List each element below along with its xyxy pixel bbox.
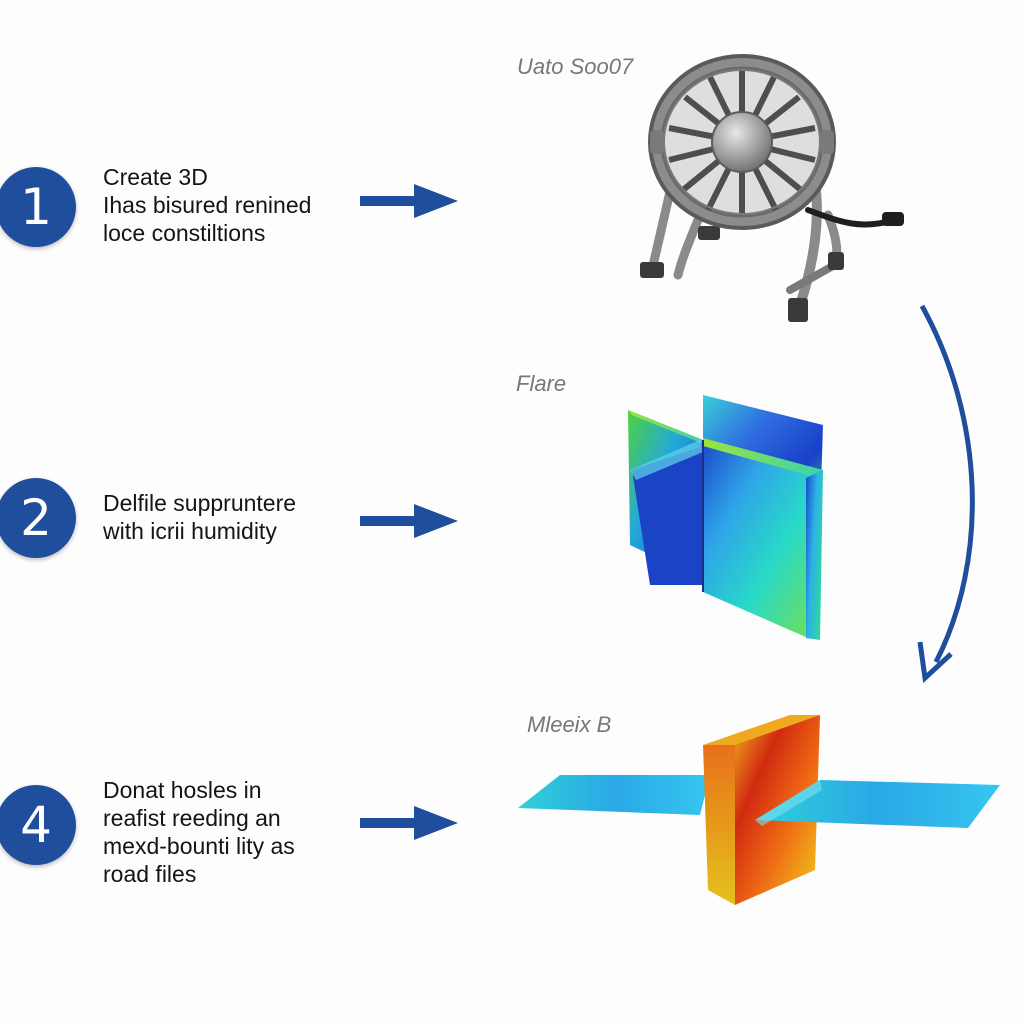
step-1-badge: 1	[0, 167, 76, 247]
arrow-right-3	[360, 806, 458, 840]
step-2-line-2: with icrii humidity	[103, 518, 277, 544]
step-4-badge: 4	[0, 785, 76, 865]
step-1-text: Create 3D Ihas bisured renined loce cons…	[103, 163, 311, 247]
step-4-line-4: road files	[103, 861, 197, 887]
cfd-cross-section	[628, 395, 823, 640]
step-2-text: Delfile suppruntere with icrii humidity	[103, 489, 296, 545]
heat-sink-contour	[518, 715, 1000, 948]
step-1-line-3: loce constiltions	[103, 220, 266, 246]
arrow-right-1	[360, 184, 458, 218]
step-1-line-2: Ihas bisured renined	[103, 192, 312, 218]
step-4-caption: Mleeix B	[527, 712, 612, 737]
arrow-right-2	[360, 504, 458, 538]
step-1-number: 1	[20, 178, 52, 236]
step-4-line-2: reafist reeding an	[103, 805, 281, 831]
step-2-line-1: Delfile suppruntere	[103, 490, 297, 516]
step-1-caption: Uato Soo07	[517, 54, 634, 79]
fan-icon	[640, 54, 904, 322]
step-2-caption: Flare	[516, 371, 567, 396]
step-2-badge: 2	[0, 478, 76, 558]
step-4-text: Donat hosles in reafist reeding an mexd-…	[103, 776, 295, 888]
step-4-number: 4	[20, 796, 52, 854]
step-2-number: 2	[20, 489, 52, 547]
step-1-line-1: Create 3D	[103, 164, 208, 190]
curved-arrow	[917, 304, 975, 684]
step-4-line-1: Donat hosles in	[103, 777, 262, 803]
step-4-line-3: mexd-bounti lity as	[103, 833, 295, 859]
